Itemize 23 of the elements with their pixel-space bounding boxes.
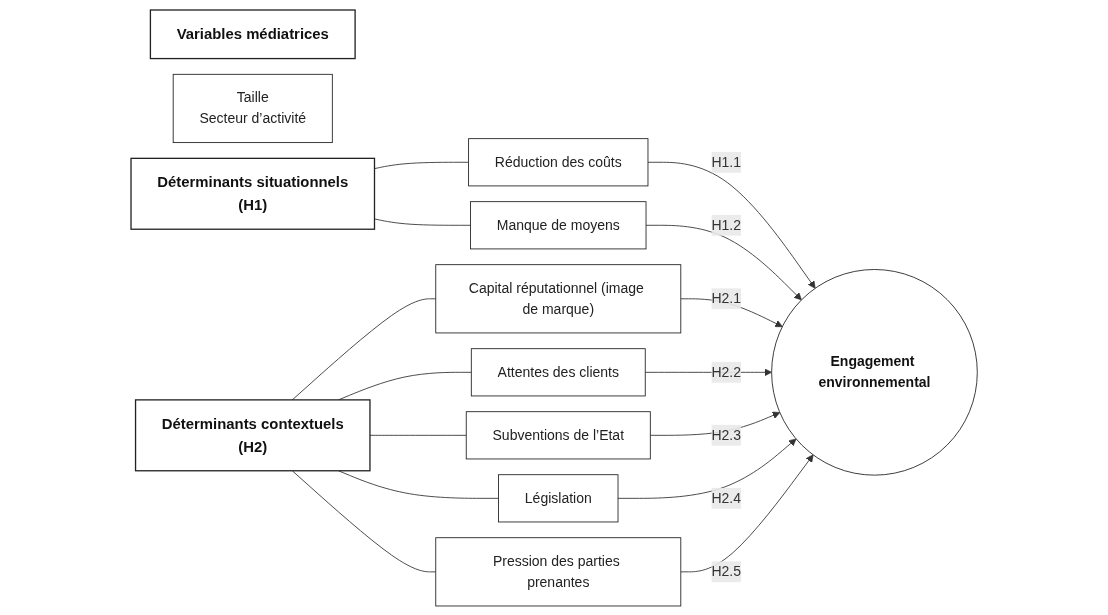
edge-label: H2.2: [711, 363, 741, 379]
node-box: Pression des parties prenantes: [435, 536, 682, 606]
node-box: Subventions de l’Etat: [465, 410, 651, 459]
connector: [291, 469, 437, 572]
node-box: Réduction des coûts: [468, 137, 649, 186]
edge-label: H2.4: [711, 489, 741, 505]
node-box: Déterminants contextuels (H2): [134, 398, 371, 471]
node-box: Attentes des clients: [470, 347, 646, 396]
connector: [291, 297, 437, 400]
node-box: Taille Secteur d’activité: [172, 73, 333, 143]
edge-label: H1.2: [711, 216, 741, 232]
node-circle: Engagement environnemental: [771, 268, 978, 476]
node-box: Manque de moyens: [469, 200, 647, 249]
connector: [337, 469, 499, 499]
node-box: Variables médiatrices: [149, 8, 356, 59]
edge-label: H1.1: [711, 153, 741, 169]
edge-label: H2.1: [711, 290, 741, 306]
node-box: Capital réputationnel (image de marque): [435, 263, 682, 333]
node-box: Législation: [497, 473, 619, 522]
node-box: Déterminants situationnels (H1): [130, 157, 375, 230]
edge-label: H2.3: [711, 426, 741, 442]
edge-label: H2.5: [711, 563, 741, 579]
connector: [369, 434, 467, 436]
